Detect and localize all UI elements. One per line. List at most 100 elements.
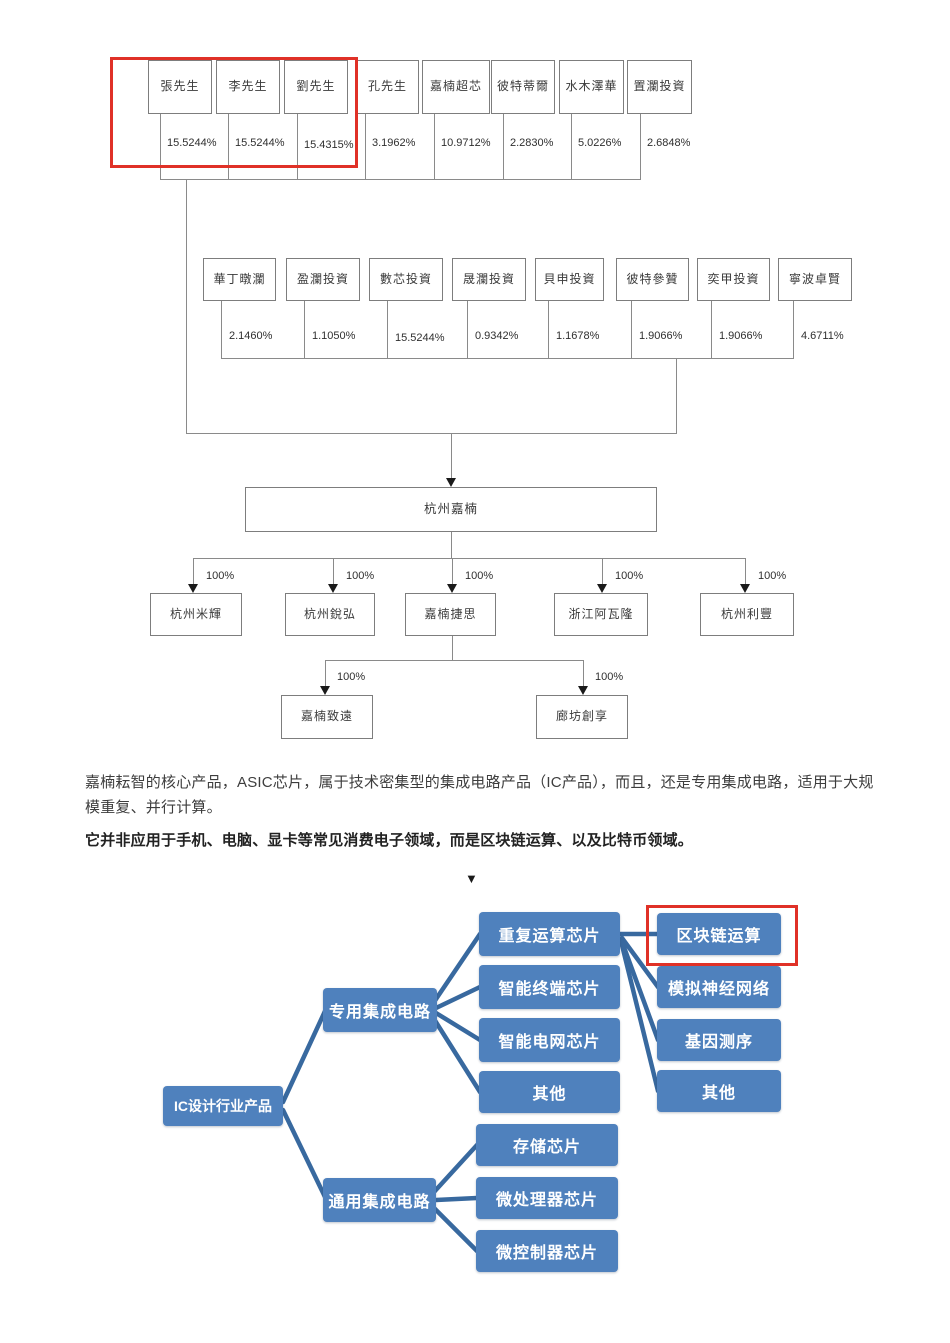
shareholder-name: 孔先生 [367, 79, 407, 94]
ownership-pct: 1.1678% [556, 330, 600, 342]
ownership-pct: 15.5244% [235, 137, 285, 149]
shareholder-name: 奕甲投資 [707, 271, 760, 286]
connector-line [160, 179, 641, 180]
ownership-pct: 2.2830% [510, 137, 554, 149]
parent-company-box: 杭州嘉楠 [245, 487, 657, 532]
shareholder-box: 置瀾投資 [627, 60, 692, 114]
connector-line [452, 558, 453, 586]
ownership-pct: 100% [346, 570, 375, 582]
connector-line [160, 112, 161, 180]
tree-node-general-ic: 通用集成电路 [323, 1178, 436, 1222]
shareholder-box: 孔先生 [356, 60, 419, 114]
ownership-pct: 100% [337, 671, 366, 683]
subsidiary-name: 嘉楠致遠 [300, 709, 353, 724]
tree-node-label: 重复运算芯片 [498, 928, 601, 945]
tree-node-label: 微处理器芯片 [495, 1192, 598, 1209]
tree-node-label: 微控制器芯片 [495, 1245, 598, 1262]
connector-line [304, 299, 305, 359]
parent-company-name: 杭州嘉楠 [423, 502, 478, 517]
connector-line [583, 660, 584, 688]
connector-line [548, 299, 549, 359]
ownership-pct: 15.5244% [395, 332, 445, 344]
tree-node-label: 其他 [532, 1086, 567, 1103]
tree-node-repeat-chip: 重复运算芯片 [479, 912, 620, 956]
connector-line [325, 660, 326, 688]
ownership-pct: 100% [758, 570, 787, 582]
connector-line [193, 558, 746, 559]
ownership-pct: 100% [615, 570, 644, 582]
connector-line [451, 433, 452, 480]
tree-node-microprocessor-chip: 微处理器芯片 [476, 1177, 618, 1219]
tree-node-label: 通用集成电路 [328, 1194, 431, 1211]
ownership-pct: 0.9342% [475, 330, 519, 342]
connector-line [571, 112, 572, 180]
connector-line [467, 299, 468, 359]
tree-node-label: 基因测序 [684, 1034, 753, 1051]
body-paragraph-bold: 它并非应用于手机、电脑、显卡等常见消费电子领域，而是区块链运算、以及比特币领域。 [85, 832, 694, 849]
ownership-pct: 1.9066% [639, 330, 683, 342]
tree-node-neural-network: 模拟神经网络 [657, 966, 781, 1008]
connector-line [228, 112, 229, 180]
connector-line [387, 299, 388, 359]
tree-node-smart-grid-chip: 智能电网芯片 [479, 1018, 620, 1062]
subsidiary-name: 杭州銳弘 [303, 606, 356, 621]
shareholder-box: 劉先生 [284, 60, 348, 114]
subsidiary-box: 嘉楠致遠 [281, 695, 373, 739]
ownership-pct: 2.1460% [229, 330, 273, 342]
tree-node-label: 区块链运算 [676, 928, 762, 945]
shareholder-box: 奕甲投資 [697, 258, 770, 301]
shareholder-box: 寧波卓賢 [778, 258, 852, 301]
body-paragraph: 嘉楠耘智的核心产品，ASIC芯片，属于技术密集型的集成电路产品（IC产品），而且… [85, 774, 874, 816]
ownership-pct: 5.0226% [578, 137, 622, 149]
connector-line [745, 558, 746, 586]
tree-node-special-ic: 专用集成电路 [323, 988, 437, 1032]
connector-line [186, 179, 187, 433]
ownership-pct: 15.5244% [167, 137, 217, 149]
ownership-pct: 15.4315% [304, 139, 354, 151]
ownership-pct: 4.6711% [801, 330, 844, 342]
subsidiary-name: 杭州利豐 [720, 606, 773, 621]
highlight-red-rect-shareholders [110, 57, 358, 168]
tree-node-label: 模拟神经网络 [667, 981, 770, 998]
shareholder-name: 數芯投資 [379, 271, 432, 286]
connector-line [193, 558, 194, 586]
ownership-pct: 100% [206, 570, 235, 582]
tree-node-label: 智能终端芯片 [498, 981, 601, 998]
shareholder-name: 李先生 [228, 79, 268, 94]
subsidiary-box: 杭州銳弘 [285, 593, 375, 636]
shareholder-box: 李先生 [216, 60, 280, 114]
connector-line [333, 558, 334, 586]
tree-node-label: 其他 [701, 1085, 736, 1102]
shareholder-box: 貝申投資 [535, 258, 604, 301]
connector-line [365, 112, 366, 180]
ownership-pct: 10.9712% [441, 137, 491, 149]
connector-line [602, 558, 603, 586]
shareholder-name: 貝申投資 [543, 271, 596, 286]
subsidiary-box: 浙江阿瓦隆 [554, 593, 648, 636]
shareholder-name: 盈瀾投資 [296, 271, 349, 286]
shareholder-name: 華丁暾瀾 [213, 271, 266, 286]
tree-node-root: IC设计行业产品 [163, 1086, 283, 1126]
subsidiary-box: 嘉楠捷思 [405, 593, 496, 636]
ownership-pct: 1.9066% [719, 330, 763, 342]
connector-line [631, 299, 632, 359]
connector-line [793, 299, 794, 359]
subsidiary-name: 浙江阿瓦隆 [568, 606, 634, 621]
connector-line [221, 358, 794, 359]
shareholder-name: 晟瀾投資 [462, 271, 515, 286]
tree-node-gene-sequencing: 基因测序 [657, 1019, 781, 1061]
subsidiary-name: 杭州米輝 [169, 606, 222, 621]
shareholder-name: 劉先生 [296, 79, 336, 94]
ownership-pct: 3.1962% [372, 137, 416, 149]
connector-line [711, 299, 712, 359]
shareholder-box: 張先生 [148, 60, 212, 114]
connector-line [297, 112, 298, 180]
connector-line [325, 660, 584, 661]
tree-node-smart-terminal-chip: 智能终端芯片 [479, 965, 620, 1009]
tree-node-label: 专用集成电路 [328, 1004, 431, 1021]
ownership-pct: 100% [595, 671, 624, 683]
shareholder-name: 寧波卓賢 [788, 271, 841, 286]
tree-node-blockchain-computing: 区块链运算 [657, 913, 781, 955]
ownership-pct: 1.1050% [312, 330, 356, 342]
